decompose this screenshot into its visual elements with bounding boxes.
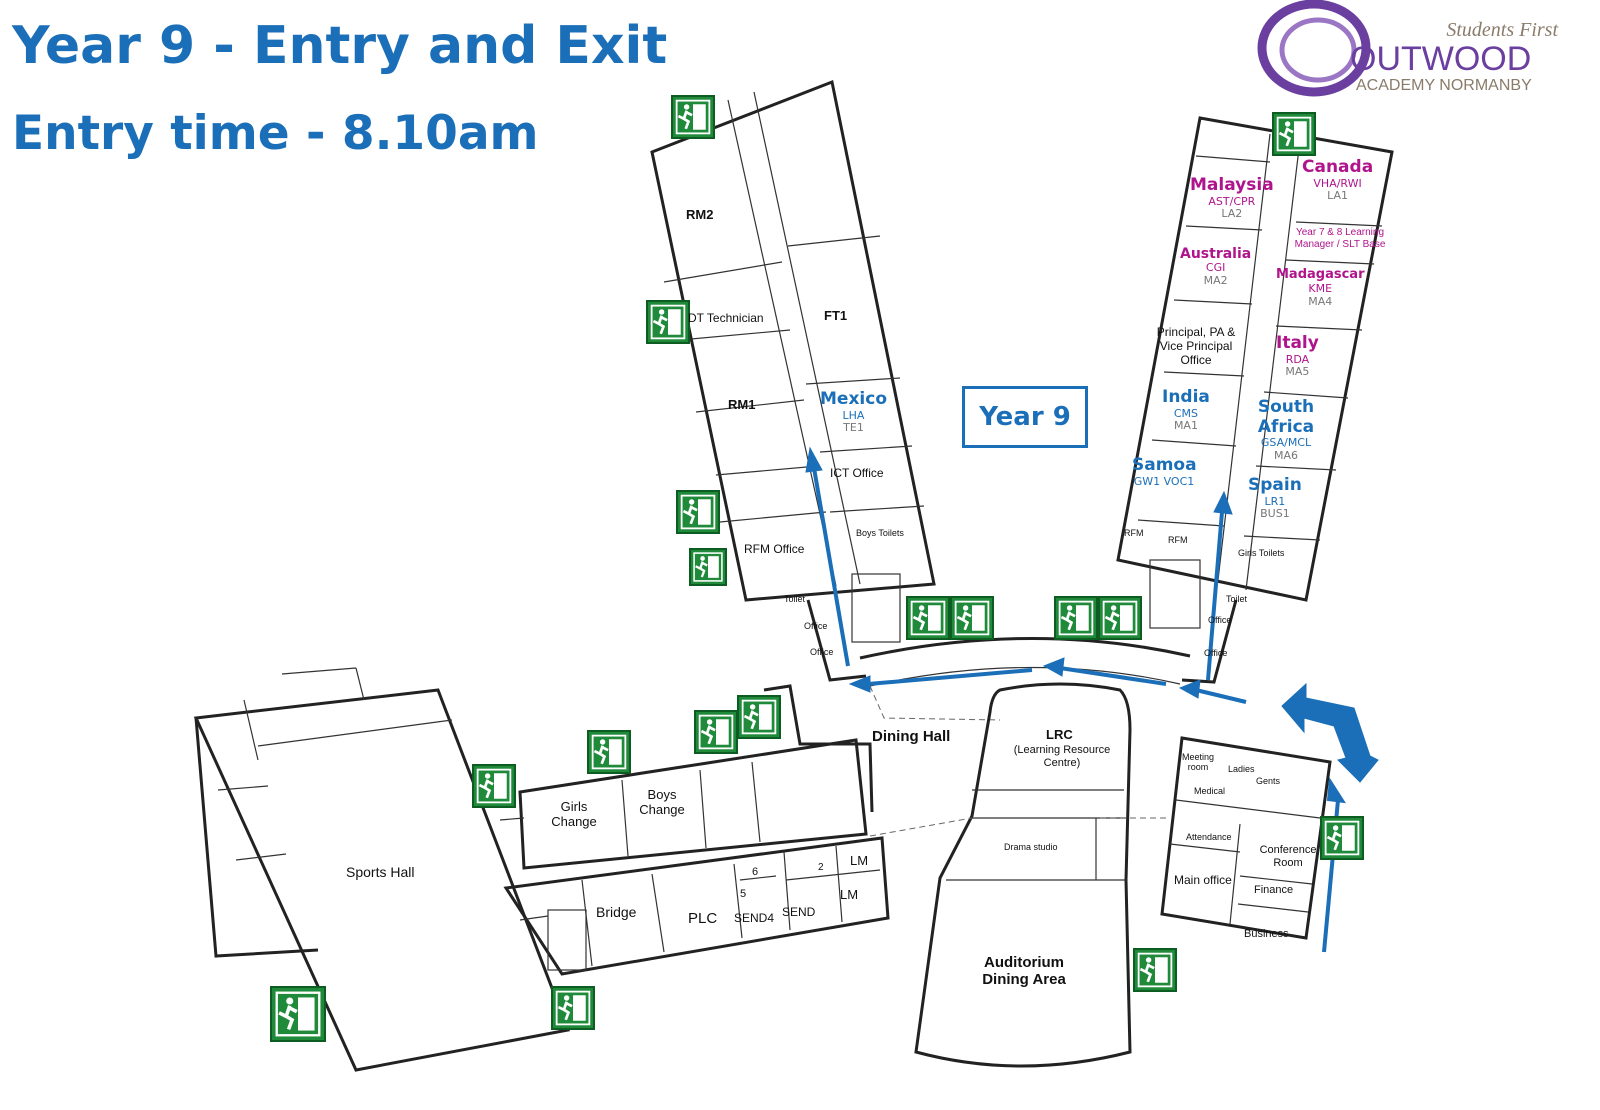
fire-exit-icon	[270, 986, 326, 1042]
fire-exit-icon	[671, 95, 715, 139]
room-boys-change: Boys Change	[639, 787, 685, 817]
room-6: 6	[752, 866, 759, 878]
room-2: 2	[818, 862, 824, 873]
room-lm-2: LM	[840, 887, 859, 902]
form-room-madagascar: Madagascar KME MA4	[1276, 267, 1365, 308]
lrc-auditorium-outline	[914, 682, 1132, 1068]
room-office-right-1: Office	[1208, 615, 1232, 625]
room-plc: PLC	[688, 910, 718, 927]
form-room-canada: Canada VHA/RWI LA1	[1302, 157, 1374, 203]
right-wing-outline	[1116, 116, 1394, 602]
room-rfm-office: RFM Office	[744, 542, 805, 556]
room-office-right-2: Office	[1204, 648, 1228, 658]
fire-exit-icon	[1320, 816, 1364, 860]
logo-name: OUTWOOD	[1350, 40, 1531, 78]
room-finance: Finance	[1254, 884, 1294, 896]
room-girls-toilets: Girls Toilets	[1238, 548, 1285, 558]
fire-exit-icon	[1098, 596, 1142, 640]
route-arrow-icon	[805, 446, 1379, 953]
room-5: 5	[740, 888, 747, 900]
room-ft1: FT1	[824, 308, 848, 323]
room-girls-change: Girls Change	[551, 799, 597, 829]
fire-exit-icon	[551, 986, 595, 1030]
form-room-italy: Italy RDA MA5	[1276, 333, 1319, 379]
room-business: Business	[1244, 928, 1289, 940]
room-drama-studio: Drama studio	[1004, 842, 1058, 852]
room-rfm-b: RFM	[1168, 535, 1188, 545]
room-auditorium: Auditorium Dining Area	[982, 954, 1066, 989]
page-title: Year 9 - Entry and Exit	[12, 16, 668, 76]
room-lrc-full: (Learning Resource Centre)	[1013, 744, 1111, 769]
plc-block-outline	[503, 836, 890, 976]
logo-school: ACADEMY NORMANBY	[1356, 77, 1532, 94]
form-room-samoa: Samoa GW1 VOC1	[1132, 455, 1197, 488]
room-dining-hall: Dining Hall	[872, 728, 951, 745]
room-office-left-1: Office	[804, 621, 828, 631]
year-9-label: Year 9	[962, 386, 1088, 448]
room-sports-hall: Sports Hall	[346, 864, 415, 880]
room-medical: Medical	[1194, 786, 1226, 796]
room-toilet-right: Toilet	[1226, 594, 1248, 604]
room-dt-technician: DT Technician	[688, 311, 764, 325]
school-logo: Students First OUTWOOD ACADEMY NORMANBY	[1256, 0, 1596, 100]
room-attendance: Attendance	[1186, 832, 1232, 842]
fire-exit-icon	[950, 596, 994, 640]
reception-outline	[1160, 736, 1332, 940]
fire-exit-icon	[1272, 112, 1316, 156]
room-principal: Principal, PA & Vice Principal Office	[1156, 325, 1236, 367]
room-office-left-2: Office	[810, 647, 834, 657]
room-send4: SEND4	[734, 911, 775, 925]
fire-exit-icon	[689, 548, 727, 586]
fire-exit-icon	[694, 710, 738, 754]
room-send: SEND	[782, 905, 816, 919]
fire-exit-icon	[472, 764, 516, 808]
room-ict-office: ICT Office	[830, 466, 884, 480]
fire-exit-icon	[646, 300, 690, 344]
room-conference: Conference Room	[1259, 844, 1317, 869]
form-room-australia: Australia CGI MA2	[1180, 246, 1252, 287]
room-toilet-left: Toilet	[784, 594, 806, 604]
logo-tagline: Students First	[1446, 19, 1558, 41]
room-lrc: LRC	[1046, 727, 1073, 742]
sports-hall-outline	[193, 688, 571, 1072]
room-main-office: Main office	[1174, 873, 1232, 887]
form-room-india: India CMS MA1	[1162, 387, 1210, 433]
room-meeting: Meeting room	[1181, 752, 1215, 773]
fire-exit-icon	[1054, 596, 1098, 640]
change-block-outline	[518, 738, 868, 870]
room-year78-base: Year 7 & 8 Learning Manager / SLT Base	[1294, 227, 1386, 250]
form-room-spain: Spain LR1 BUS1	[1248, 475, 1302, 521]
form-room-mexico: Mexico LHA TE1	[820, 389, 887, 435]
entry-time: Entry time - 8.10am	[12, 106, 539, 161]
room-rm2: RM2	[686, 207, 714, 222]
fire-exit-icon	[906, 596, 950, 640]
form-room-malaysia: Malaysia AST/CPR LA2	[1190, 175, 1274, 221]
room-rm1: RM1	[728, 397, 756, 412]
form-room-south-africa: South Africa GSA/MCL MA6	[1257, 397, 1315, 462]
room-gents: Gents	[1256, 776, 1281, 786]
fire-exit-icon	[737, 695, 781, 739]
fire-exit-icon	[1133, 948, 1177, 992]
fire-exit-icon	[587, 730, 631, 774]
room-lm-1: LM	[850, 853, 869, 868]
room-rfm-a: RFM	[1124, 528, 1144, 538]
room-boys-toilets-top: Boys Toilets	[856, 528, 904, 538]
fire-exit-icon	[676, 490, 720, 534]
room-bridge: Bridge	[596, 904, 637, 920]
room-ladies: Ladies	[1228, 764, 1255, 774]
left-wing-outline	[650, 79, 936, 602]
